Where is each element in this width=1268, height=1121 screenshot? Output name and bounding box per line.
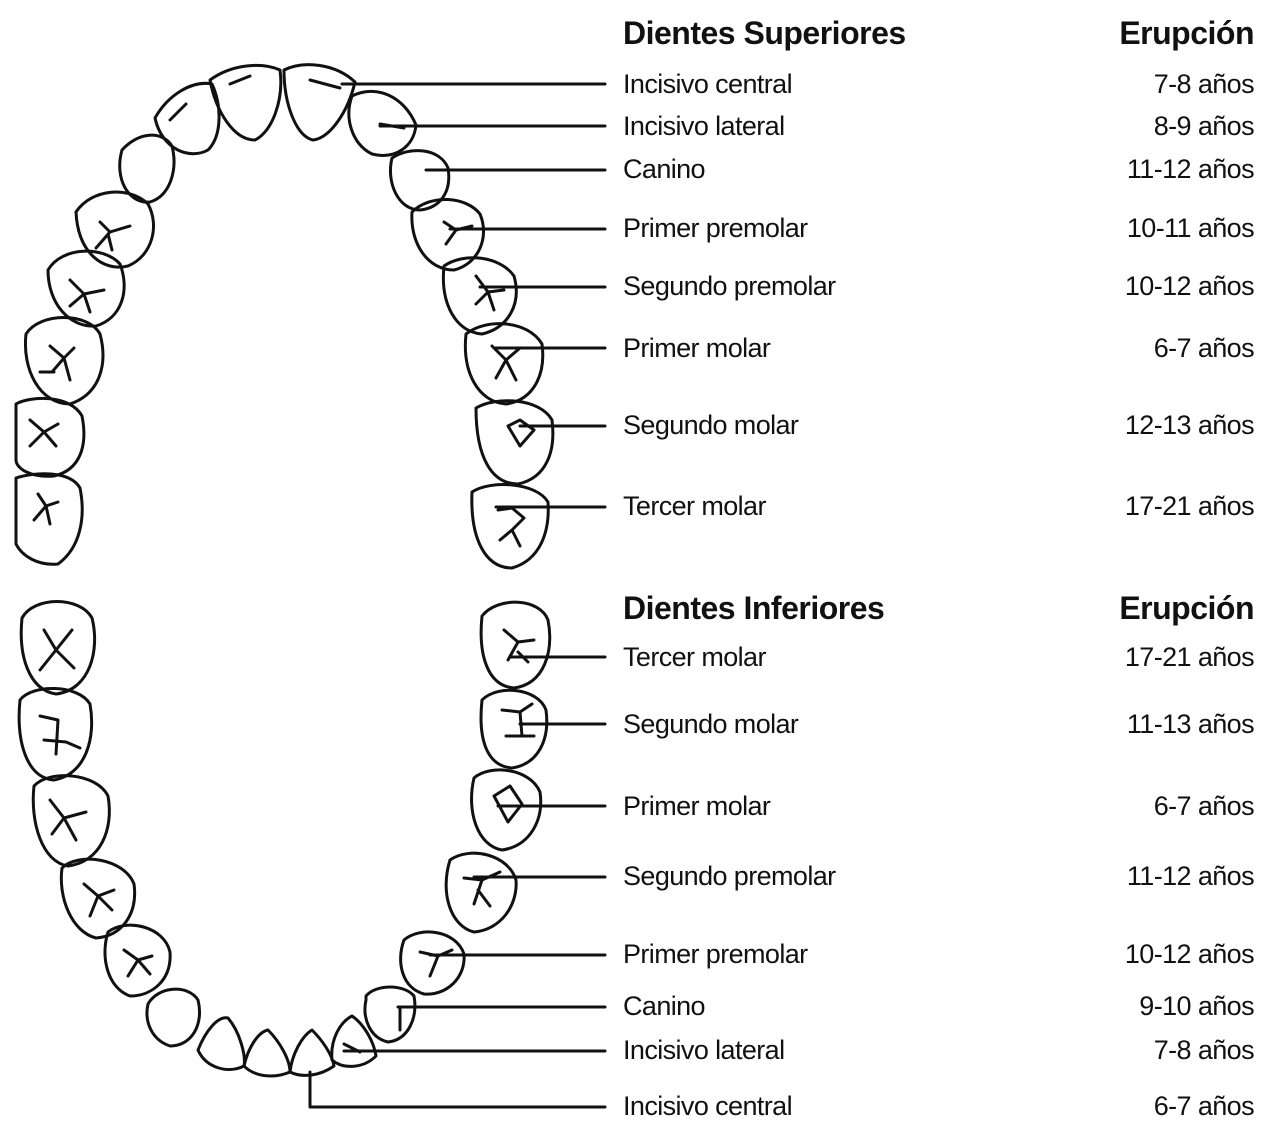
upper-tooth-eruption: 7-8 años [1154, 71, 1254, 98]
lower-tooth-eruption: 11-12 años [1127, 863, 1254, 890]
lower-central-incisor-right [290, 1030, 334, 1075]
upper-third-molar-right [472, 485, 548, 568]
upper-eruption-heading: Erupción [1119, 17, 1254, 49]
lower-central-incisor-left [244, 1030, 290, 1076]
lower-tooth-label: Incisivo lateral [623, 1037, 784, 1064]
upper-second-molar-right [476, 401, 553, 484]
upper-tooth-label: Incisivo lateral [623, 113, 784, 140]
lower-eruption-heading: Erupción [1119, 592, 1254, 624]
lower-second-molar-right [481, 690, 547, 768]
upper-teeth-heading: Dientes Superiores [623, 17, 906, 49]
upper-tooth-eruption: 11-12 años [1127, 156, 1254, 183]
upper-tooth-eruption: 12-13 años [1125, 412, 1254, 439]
lower-tooth-label: Segundo molar [623, 711, 798, 738]
lower-second-molar-left [19, 688, 91, 780]
lower-tooth-label: Primer premolar [623, 941, 808, 968]
lower-lateral-incisor-left [198, 1018, 244, 1070]
upper-tooth-eruption: 6-7 años [1154, 335, 1254, 362]
lower-tooth-label: Canino [623, 993, 705, 1020]
upper-second-premolar-left [48, 251, 124, 326]
lower-teeth-heading: Dientes Inferiores [623, 592, 884, 624]
upper-lateral-incisor-left [155, 83, 219, 153]
lower-canine-right [365, 987, 415, 1042]
lower-first-premolar-right [401, 932, 465, 994]
upper-tooth-eruption: 10-12 años [1125, 273, 1254, 300]
upper-tooth-eruption: 10-11 años [1127, 215, 1254, 242]
upper-tooth-eruption: 8-9 años [1154, 113, 1254, 140]
lower-tooth-label: Tercer molar [623, 644, 766, 671]
lower-canine-left [147, 989, 200, 1046]
lower-tooth-eruption: 17-21 años [1125, 644, 1254, 671]
lower-tooth-label: Segundo premolar [623, 863, 836, 890]
upper-tooth-label: Tercer molar [623, 493, 766, 520]
lower-first-molar-left [33, 776, 109, 866]
lower-lateral-incisor-right [332, 1016, 376, 1066]
lower-tooth-eruption: 6-7 años [1154, 1093, 1254, 1120]
lower-tooth-label: Incisivo central [623, 1093, 792, 1120]
upper-tooth-label: Segundo premolar [623, 273, 836, 300]
lower-tooth-eruption: 10-12 años [1125, 941, 1254, 968]
upper-tooth-eruption: 17-21 años [1125, 493, 1254, 520]
lower-tooth-eruption: 9-10 años [1139, 993, 1254, 1020]
upper-tooth-label: Segundo molar [623, 412, 798, 439]
lower-tooth-eruption: 11-13 años [1127, 711, 1254, 738]
lower-tooth-label: Primer molar [623, 793, 770, 820]
upper-tooth-label: Primer molar [623, 335, 770, 362]
upper-tooth-label: Primer premolar [623, 215, 808, 242]
lower-first-molar-right [472, 770, 541, 850]
upper-central-incisor-right [284, 65, 355, 140]
lower-tooth-eruption: 7-8 años [1154, 1037, 1254, 1064]
upper-tooth-label: Incisivo central [623, 71, 792, 98]
upper-tooth-label: Canino [623, 156, 705, 183]
lower-tooth-eruption: 6-7 años [1154, 793, 1254, 820]
